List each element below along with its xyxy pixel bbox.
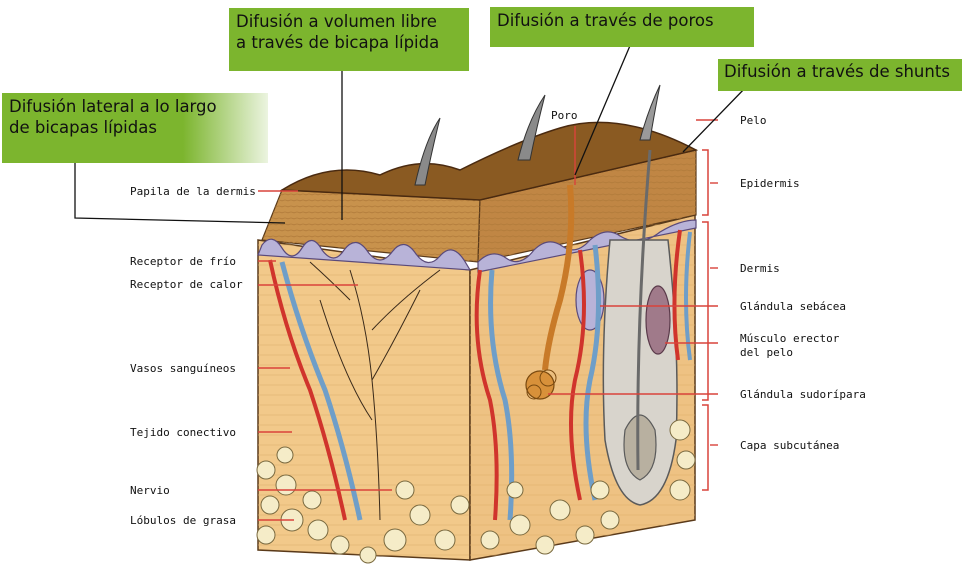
- skin-block: [257, 85, 708, 563]
- label-glandula-sebacea: Glándula sebácea: [740, 300, 846, 313]
- label-glandula-sudoripara: Glándula sudorípara: [740, 388, 866, 401]
- label-pelo: Pelo: [740, 114, 767, 127]
- layer-brackets: [702, 150, 708, 490]
- label-receptor-calor: Receptor de calor: [130, 278, 243, 291]
- callout-lateral-diffusion: Difusión lateral a lo largo de bicapas l…: [2, 93, 268, 163]
- callout-free-volume-diffusion: Difusión a volumen libre a través de bic…: [229, 8, 469, 71]
- callout-lateral-line-1: Difusión lateral a lo largo: [9, 96, 261, 117]
- label-receptor-frio: Receptor de frío: [130, 255, 236, 268]
- label-papila-dermis: Papila de la dermis: [130, 185, 256, 198]
- callout-volumen-line-2: a través de bicapa lípida: [236, 32, 462, 53]
- label-tejido-conectivo: Tejido conectivo: [130, 426, 236, 439]
- callout-poros-line-1: Difusión a través de poros: [497, 10, 747, 31]
- callout-volumen-line-1: Difusión a volumen libre: [236, 11, 462, 32]
- label-dermis: Dermis: [740, 262, 780, 275]
- erector-muscle: [646, 286, 670, 354]
- label-nervio: Nervio: [130, 484, 170, 497]
- label-capa-subcutanea: Capa subcutánea: [740, 439, 839, 452]
- label-poro: Poro: [551, 109, 578, 122]
- callout-shunts-line-1: Difusión a través de shunts: [724, 61, 962, 82]
- callout-lateral-line-2: de bicapas lípidas: [9, 117, 261, 138]
- label-vasos-sanguineos: Vasos sanguíneos: [130, 362, 236, 375]
- label-del-pelo: del pelo: [740, 346, 793, 359]
- label-musculo-erector: Músculo erector: [740, 332, 840, 345]
- label-epidermis: Epidermis: [740, 177, 800, 190]
- callout-shunt-diffusion: Difusión a través de shunts: [718, 59, 962, 91]
- label-lobulos-grasa: Lóbulos de grasa: [130, 514, 236, 527]
- callout-pore-diffusion: Difusión a través de poros: [490, 7, 754, 47]
- hair-shaft-3: [640, 85, 660, 140]
